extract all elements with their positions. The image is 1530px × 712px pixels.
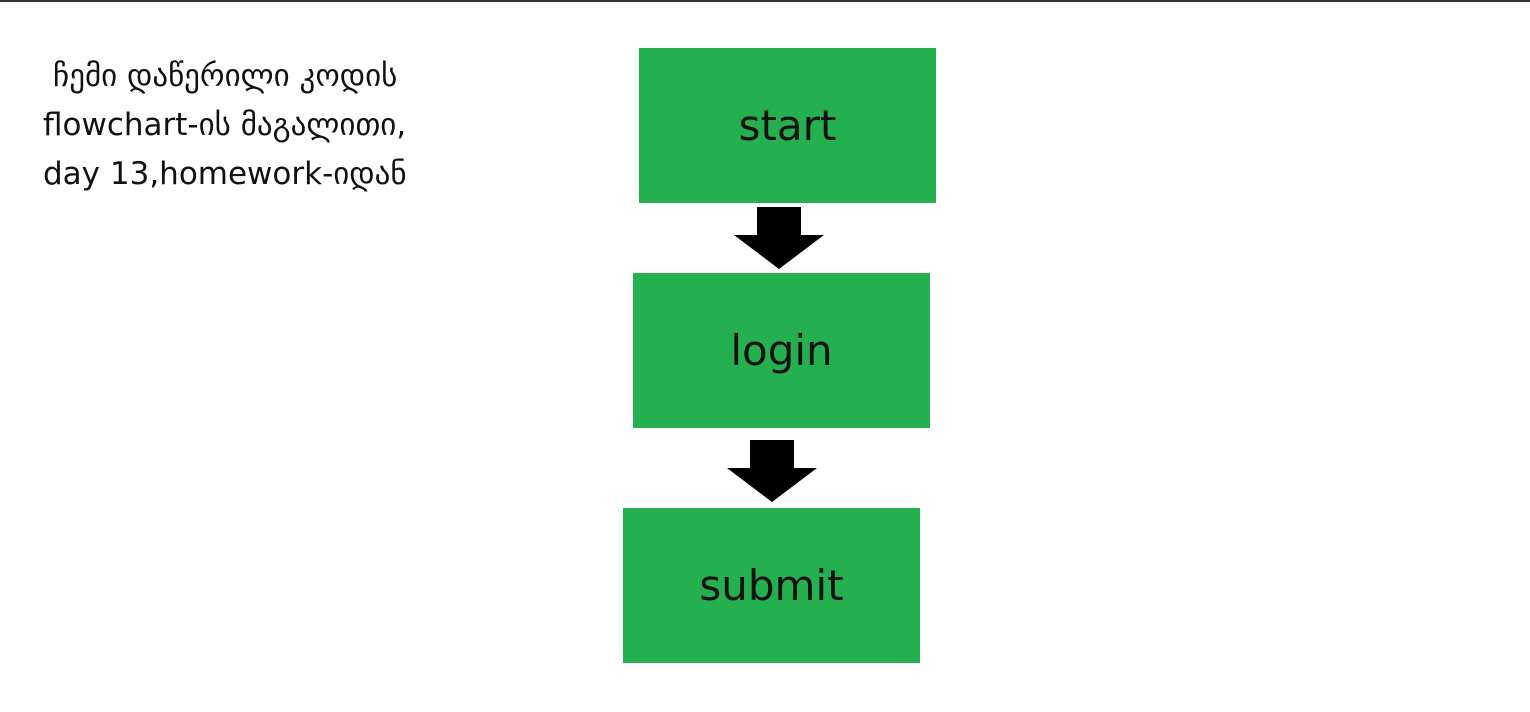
flow-node-submit: submit	[623, 508, 920, 663]
caption-line: ჩემი დაწერილი კოდის	[53, 58, 398, 94]
caption-line: flowchart-ის მაგალითი,	[43, 107, 407, 143]
flow-node-label: login	[730, 326, 833, 375]
caption-line: day 13,homework-იდან	[43, 156, 407, 192]
flow-node-start: start	[639, 48, 936, 203]
flow-node-login: login	[633, 273, 930, 428]
down-arrow-icon	[734, 207, 824, 269]
caption-text: ჩემი დაწერილი კოდის flowchart-ის მაგალით…	[43, 52, 563, 199]
down-arrow-icon	[727, 440, 817, 502]
flow-node-label: start	[738, 101, 837, 150]
top-border	[0, 0, 1530, 2]
flow-node-label: submit	[699, 561, 844, 610]
